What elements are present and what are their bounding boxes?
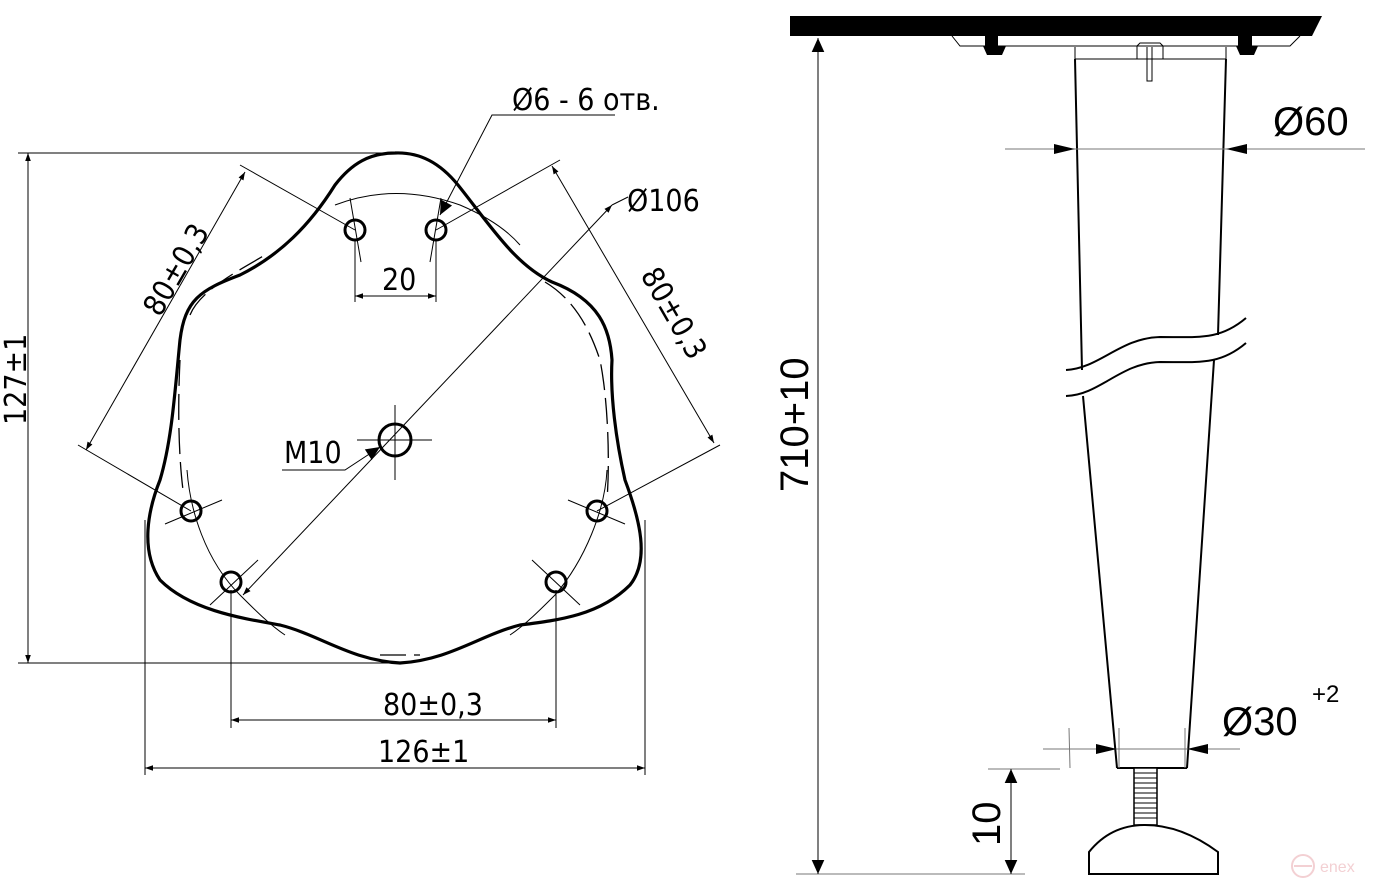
hole <box>179 499 203 523</box>
dim-hole-spacing: 20 <box>382 263 416 298</box>
dim-bottom-spacing: 80±0,3 <box>383 688 483 723</box>
note-holes: Ø6 - 6 отв. <box>512 83 660 118</box>
watermark-logo: enex <box>1291 854 1355 878</box>
dim-side-spacing-left: 80±0,3 <box>137 218 217 322</box>
plan-view: 127±1 126±1 80±0,3 20 80±0,3 80±0,3 Ø106… <box>0 83 721 775</box>
adjuster-thread <box>1133 767 1158 826</box>
dim-adjuster-height: 10 <box>965 802 1009 847</box>
watermark-text: enex <box>1320 859 1355 876</box>
mounting-plate <box>790 16 1322 36</box>
dim-side-spacing-right: 80±0,3 <box>633 262 713 366</box>
dim-total-height: 710+10 <box>773 357 817 492</box>
leg-body <box>1074 58 1227 371</box>
dim-bottom-diameter-tolerance: +2 <box>1312 681 1339 708</box>
enex-logo-icon <box>1291 854 1315 878</box>
dim-bottom-diameter: Ø30 <box>1222 700 1298 744</box>
mounting-holes <box>164 197 626 606</box>
side-view: 710+10 10 Ø60 Ø30 +2 <box>773 16 1365 875</box>
dim-pcd: Ø106 <box>627 184 700 219</box>
hole <box>219 570 243 594</box>
note-center-thread: M10 <box>284 436 342 471</box>
break-line <box>1065 317 1247 397</box>
pcd-arc-left <box>186 469 286 636</box>
dim-top-diameter: Ø60 <box>1273 100 1349 144</box>
dim-overall-width: 126±1 <box>378 735 469 770</box>
adjuster-foot <box>1088 823 1219 875</box>
dim-overall-height: 127±1 <box>0 334 34 425</box>
